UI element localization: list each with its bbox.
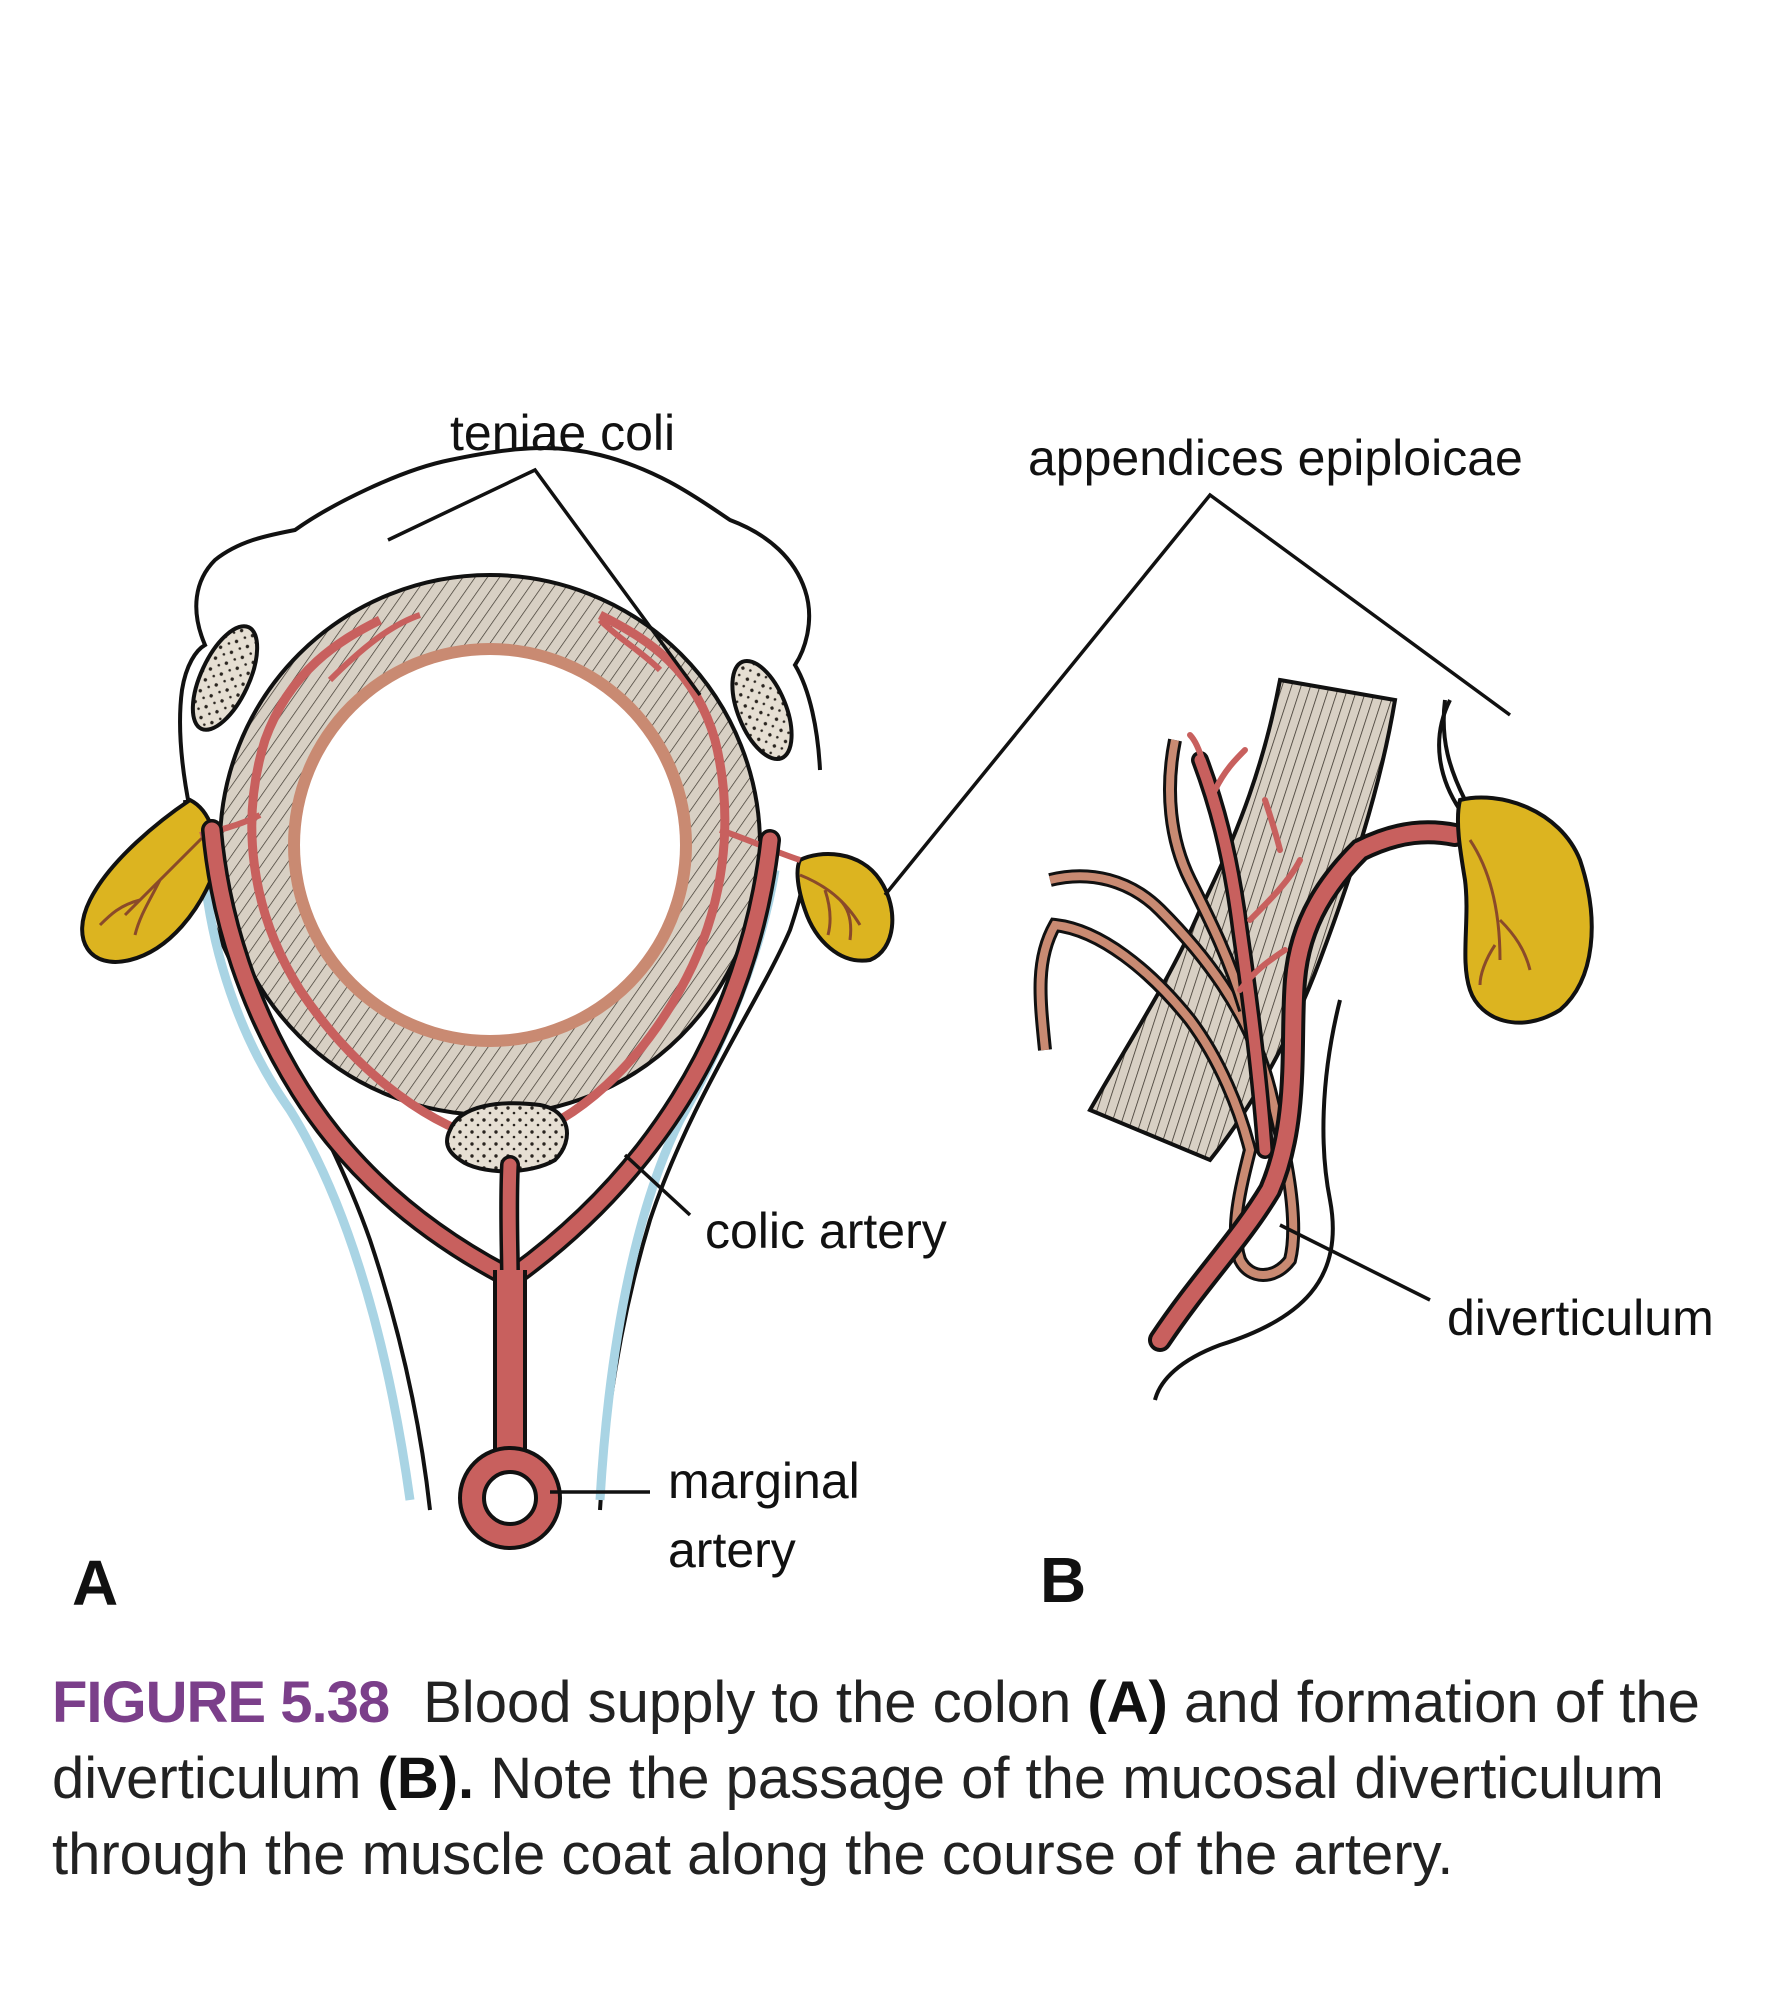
left-appendix-vessels xyxy=(98,833,207,936)
left-teniae-pad xyxy=(190,624,260,732)
appendix-epiploica-b xyxy=(1455,795,1594,1025)
mucosa-left-strand-fill xyxy=(1166,739,1249,1012)
vasa-recta-top-branches xyxy=(199,612,801,863)
right-appendix-vessels xyxy=(799,873,862,941)
label-appendices-epiploicae: appendices epiploicae xyxy=(1028,430,1523,486)
colon-blood-supply-diagram: teniae coli appendices epiploicae colic … xyxy=(72,405,1714,1619)
caption-panel-a-ref: (A) xyxy=(1087,1670,1168,1735)
colic-artery-right-branch-fill xyxy=(507,832,778,1283)
colic-artery-left-branch-fill xyxy=(204,822,513,1283)
artery-b-small-branches xyxy=(1187,732,1303,993)
label-diverticulum: diverticulum xyxy=(1447,1290,1714,1346)
artery-b-main-fill xyxy=(1152,824,1463,1348)
left-appendix-epiploica xyxy=(80,797,219,964)
left-vein xyxy=(198,859,415,1501)
top-serosa-outline xyxy=(178,446,822,811)
vasa-recta-right xyxy=(509,610,730,1145)
leader-lines xyxy=(387,467,1512,1494)
panel-a-cross-section xyxy=(80,446,895,1550)
label-marginal-artery-line2: artery xyxy=(668,1522,796,1578)
teniae-coli-leader xyxy=(387,467,702,697)
label-teniae-coli: teniae coli xyxy=(450,405,675,461)
caption-text-3: Note the passage of the mucosal divertic… xyxy=(52,1746,1664,1887)
appendix-b-outline xyxy=(1441,699,1467,801)
panel-label-b: B xyxy=(1040,1544,1086,1616)
figure-caption: FIGURE 5.38 Blood supply to the colon (A)… xyxy=(52,1665,1742,1893)
colic-artery-leader xyxy=(623,1153,692,1217)
label-colic-artery: colic artery xyxy=(705,1203,947,1259)
colic-artery-middle-branch-fill xyxy=(502,1158,517,1287)
right-teniae-pad xyxy=(730,658,794,762)
caption-text-2: and formation of the diverticulum xyxy=(52,1670,1700,1811)
vasa-recta-left xyxy=(247,615,491,1145)
panel-label-a: A xyxy=(72,1547,118,1619)
marginal-artery-fill xyxy=(462,1450,558,1546)
diverticulum-leader xyxy=(1279,1223,1431,1302)
figure-number: FIGURE 5.38 xyxy=(52,1670,390,1735)
appendices-epiploicae-leader xyxy=(883,492,1512,897)
appendix-b-vessels xyxy=(1468,839,1532,986)
artery-b-ascending-fill xyxy=(1194,754,1271,1156)
diverticulum-pouch-mucosa xyxy=(1036,872,1298,1279)
mesenteric-node xyxy=(445,1101,569,1174)
caption-panel-b-ref: (B). xyxy=(377,1746,475,1811)
panel-b-diverticulum xyxy=(1033,677,1594,1401)
label-marginal-artery-line1: marginal xyxy=(668,1453,860,1509)
caption-text-1: Blood supply to the colon xyxy=(423,1670,1088,1735)
colon-lumen xyxy=(300,655,680,1035)
